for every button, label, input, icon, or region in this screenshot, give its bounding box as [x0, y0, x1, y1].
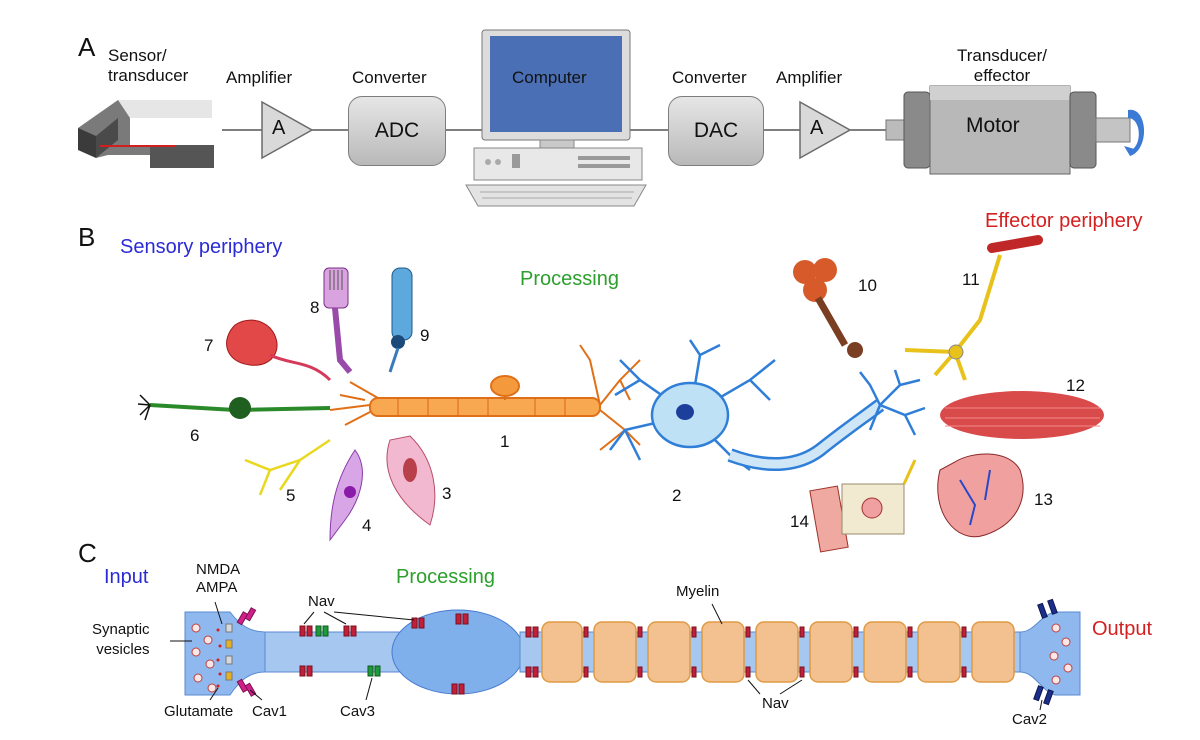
computer-screen-label: Computer: [512, 68, 587, 87]
amplifier2-icon: [799, 100, 852, 160]
cav3-label: Cav3: [340, 703, 376, 720]
receptors: [225, 623, 233, 681]
ampa-label: AMPA: [196, 579, 238, 596]
synaptic-line1: Synaptic: [92, 621, 150, 638]
nav-bottom-label: Nav: [762, 695, 789, 712]
amplifier-symbol: A: [272, 117, 286, 139]
effector-cell-10: [793, 258, 863, 358]
cell-number: 4: [362, 516, 372, 535]
nmda-label: NMDA: [196, 561, 241, 578]
cell-number: 14: [790, 512, 809, 531]
nav-top-label: Nav: [308, 593, 335, 610]
converter2-label: Converter: [672, 68, 747, 87]
amplifier-icon: [261, 100, 314, 160]
effector-label-line2: effector: [973, 66, 1031, 85]
cav1-label: Cav1: [252, 703, 288, 720]
myelin-sheaths: [541, 621, 1015, 683]
glutamate-label: Glutamate: [164, 703, 234, 720]
cell-number: 13: [1034, 490, 1053, 509]
panel-c-letter: C: [78, 538, 97, 568]
cell-number: 1: [500, 432, 510, 451]
cell-number: 3: [442, 484, 452, 503]
sensory-periphery-title: Sensory periphery: [120, 236, 283, 258]
sensory-cell-8: [323, 267, 353, 374]
cav2-channels: [1033, 598, 1058, 706]
sensory-cell-5: [244, 438, 331, 496]
myelin-label: Myelin: [676, 583, 720, 600]
effector-cell-13: [937, 453, 1024, 538]
cell-number: 7: [204, 336, 214, 355]
output-title: Output: [1092, 618, 1153, 640]
effector-cell-14: [809, 459, 917, 553]
cell-number: 6: [190, 426, 200, 445]
sensory-cell-6: [137, 394, 331, 421]
synaptic-vesicles: [191, 623, 1073, 693]
cav3-channels: [315, 625, 381, 677]
panel-b-letter: B: [78, 222, 96, 252]
input-title: Input: [104, 566, 149, 588]
converter-label: Converter: [352, 68, 427, 87]
sensor-icon: [78, 100, 214, 168]
cav2-label: Cav2: [1012, 711, 1048, 728]
adc-box: ADC: [348, 96, 446, 166]
glutamate-dots: [216, 628, 222, 688]
cell-number: 2: [672, 486, 682, 505]
neuron-2: [609, 339, 926, 472]
dac-label: DAC: [693, 119, 739, 142]
cell-number: 11: [962, 270, 980, 289]
sensor-label-line1: Sensor/: [108, 46, 167, 65]
adc-label: ADC: [374, 119, 420, 142]
amplifier2-symbol: A: [810, 117, 824, 139]
neuron-1: [329, 344, 641, 451]
sensor-label-line2: transducer: [108, 66, 189, 85]
cell-number: 8: [310, 298, 320, 317]
dac-box: DAC: [668, 96, 764, 166]
amplifier2-label: Amplifier: [776, 68, 843, 87]
processing-title: Processing: [520, 268, 619, 290]
effector-cell-12: [940, 391, 1104, 439]
sensory-cell-9: [388, 267, 413, 373]
cell-number: 9: [420, 326, 430, 345]
callout-lines: [170, 601, 1043, 711]
sensory-cell-3: [386, 435, 436, 526]
motor-label: Motor: [966, 114, 1020, 137]
effector-periphery-title: Effector periphery: [985, 210, 1143, 232]
effector-cell-11: [904, 235, 1043, 381]
cell-number: 5: [286, 486, 296, 505]
effector-label-line1: Transducer/: [956, 46, 1048, 65]
panel-a-letter: A: [78, 32, 96, 62]
synaptic-line2: vesicles: [96, 641, 150, 658]
motor-icon: [885, 85, 1145, 175]
synaptic-vesicles-label: Synaptic vesicles: [92, 620, 150, 660]
nav-channels: [299, 613, 967, 695]
sensory-cell-7: [226, 319, 332, 382]
sensor-label: Sensor/ transducer: [108, 46, 188, 86]
processing-c-title: Processing: [396, 566, 495, 588]
cell-number: 10: [858, 276, 877, 295]
computer-icon: [465, 29, 647, 207]
sensory-cell-4: [329, 449, 363, 542]
effector-label: Transducer/ effector: [954, 46, 1050, 86]
cell-number: 12: [1066, 376, 1085, 395]
amplifier-label: Amplifier: [226, 68, 293, 87]
